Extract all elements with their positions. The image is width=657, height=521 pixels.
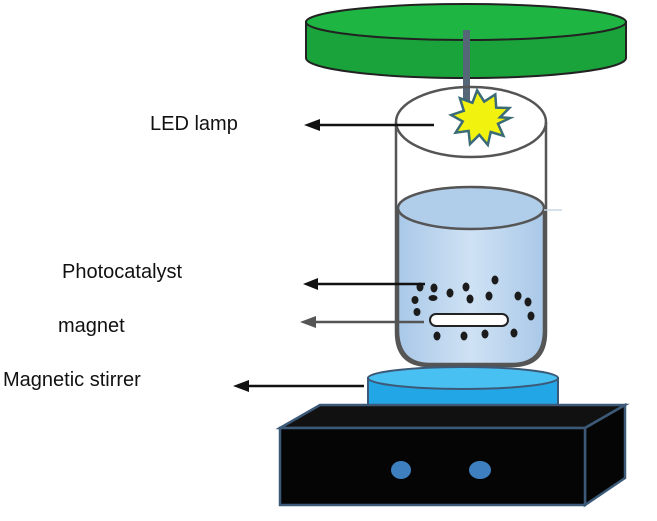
lamp-rod: [463, 30, 470, 118]
label-led-lamp: LED lamp: [150, 113, 238, 135]
stirrer-base: [275, 402, 630, 508]
arrow-led: [304, 119, 434, 131]
label-magnetic-stirrer: Magnetic stirrer: [3, 369, 141, 391]
arrow-stirrer: [233, 380, 364, 392]
photocatalyst-particles: [411, 275, 535, 341]
solution-surface: [396, 185, 546, 231]
magnet-stir-bar: [429, 313, 509, 327]
stirrer-knob-left: [391, 461, 411, 479]
arrow-photocatalyst: [303, 278, 425, 290]
stirrer-knob-right: [469, 461, 491, 479]
led-lamp-icon: [448, 87, 515, 148]
vial-rim: [394, 85, 548, 159]
label-magnet: magnet: [58, 315, 125, 337]
label-photocatalyst: Photocatalyst: [62, 261, 183, 283]
arrow-magnet: [300, 316, 424, 328]
